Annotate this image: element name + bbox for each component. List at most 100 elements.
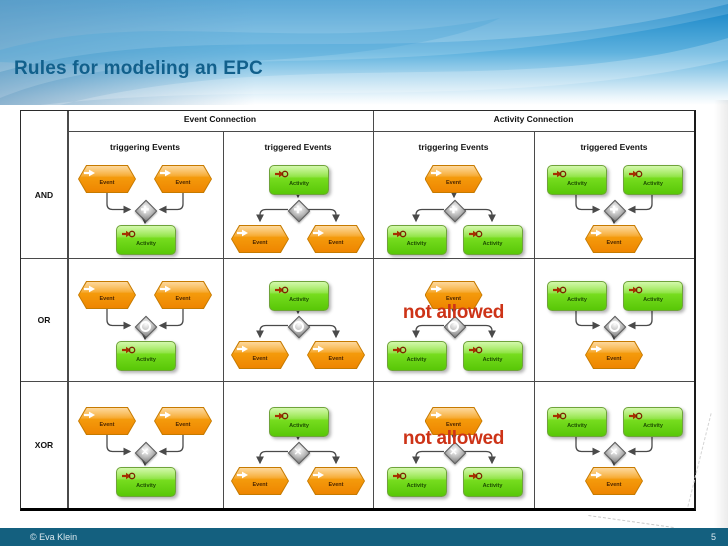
event-arrow-icon [160,411,171,419]
gateway-or-symbol [288,316,308,336]
activity-shape: Activity [623,281,683,311]
event-hex-fill [79,408,135,434]
activity-label: Activity [289,181,309,187]
activity-arrow-icon [553,412,567,420]
ring-icon [608,320,620,332]
grid-line [21,258,694,259]
event-shape: Event [78,165,136,193]
gateway-or-symbol [604,316,624,336]
event-hex-border [78,165,136,193]
event-hex-border [78,407,136,435]
event-arrow-icon [430,411,442,419]
grid-line [534,131,535,508]
event-shape: Event [154,281,212,309]
activity-arrow-icon [122,230,136,238]
activity-arrow-icon [553,286,567,294]
event-hex-border [585,467,643,495]
activity-label: Activity [643,181,663,187]
event-hex-fill [425,408,482,434]
activity-arrow-icon [122,346,136,354]
activity-arrow-icon [122,472,136,480]
event-arrow-icon [237,229,248,237]
event-label: Event [175,180,191,186]
event-label: Event [252,482,268,488]
event-label: Event [99,180,115,186]
event-shape: Event [154,407,212,435]
gateway-xor-symbol: ✕ [140,446,150,458]
page-title: Rules for modeling an EPC [14,58,263,79]
event-arrow-icon [237,345,248,353]
epc-rules-table: Event Connection Activity Connection tri… [20,110,696,511]
footer-page-number: 5 [710,532,716,542]
event-label: Event [328,482,344,488]
grid-line [21,381,694,382]
event-shape: Event [78,407,136,435]
event-label: Event [606,482,622,488]
row-label-or: OR [37,314,51,325]
event-arrow-icon [160,285,171,293]
event-arrow-icon [591,345,602,353]
event-label: Event [446,180,461,186]
page-edge-shadow [714,100,728,528]
event-shape: Event [307,225,365,253]
ring-icon [139,320,151,332]
gateway-and-symbol: ✚ [449,204,458,216]
event-hex-fill [79,166,135,192]
event-hex-border [231,225,289,253]
activity-shape: Activity [462,467,523,497]
row-label-and: AND [34,189,54,200]
event-arrow-icon [591,471,602,479]
activity-label: Activity [482,483,503,489]
event-shape: Event [424,281,483,309]
activity-label: Activity [643,297,663,303]
activity-label: Activity [406,241,427,247]
event-arrow-icon [430,169,442,177]
event-hex-border [424,281,483,309]
activity-shape: Activity [623,407,683,437]
gateway-or-symbol [444,316,464,336]
activity-label: Activity [482,357,503,363]
event-hex-fill [232,226,288,252]
event-hex-border [231,467,289,495]
activity-shape: Activity [269,407,329,437]
event-label: Event [175,422,191,428]
activity-arrow-icon [275,286,289,294]
activity-shape: Activity [386,467,447,497]
activity-label: Activity [567,423,587,429]
ring-icon [448,320,459,332]
event-hex-fill [425,282,482,308]
event-hex-border [154,165,212,193]
event-shape: Event [585,225,643,253]
activity-arrow-icon [553,170,567,178]
event-arrow-icon [313,345,324,353]
event-shape: Event [307,341,365,369]
event-label: Event [606,356,622,362]
event-hex-border [424,407,483,435]
event-label: Event [446,422,461,428]
activity-shape: Activity [386,341,447,371]
event-shape: Event [231,341,289,369]
activity-arrow-icon [629,286,643,294]
not-allowed-label: not allowed [402,302,505,323]
activity-shape: Activity [386,225,447,255]
activity-shape: Activity [547,165,607,195]
activity-label: Activity [482,241,503,247]
event-hex-fill [586,342,642,368]
connector-lines [411,190,496,223]
header-event-connection: Event Connection [183,114,257,124]
subheader-col3: triggering Events [418,142,489,152]
event-hex-border [307,467,365,495]
event-label: Event [175,296,191,302]
activity-shape: Activity [116,467,176,497]
subheader-col1: triggering Events [110,142,180,152]
event-shape: Event [424,165,483,193]
event-shape: Event [424,407,483,435]
activity-shape: Activity [269,281,329,311]
event-hex-fill [155,408,211,434]
